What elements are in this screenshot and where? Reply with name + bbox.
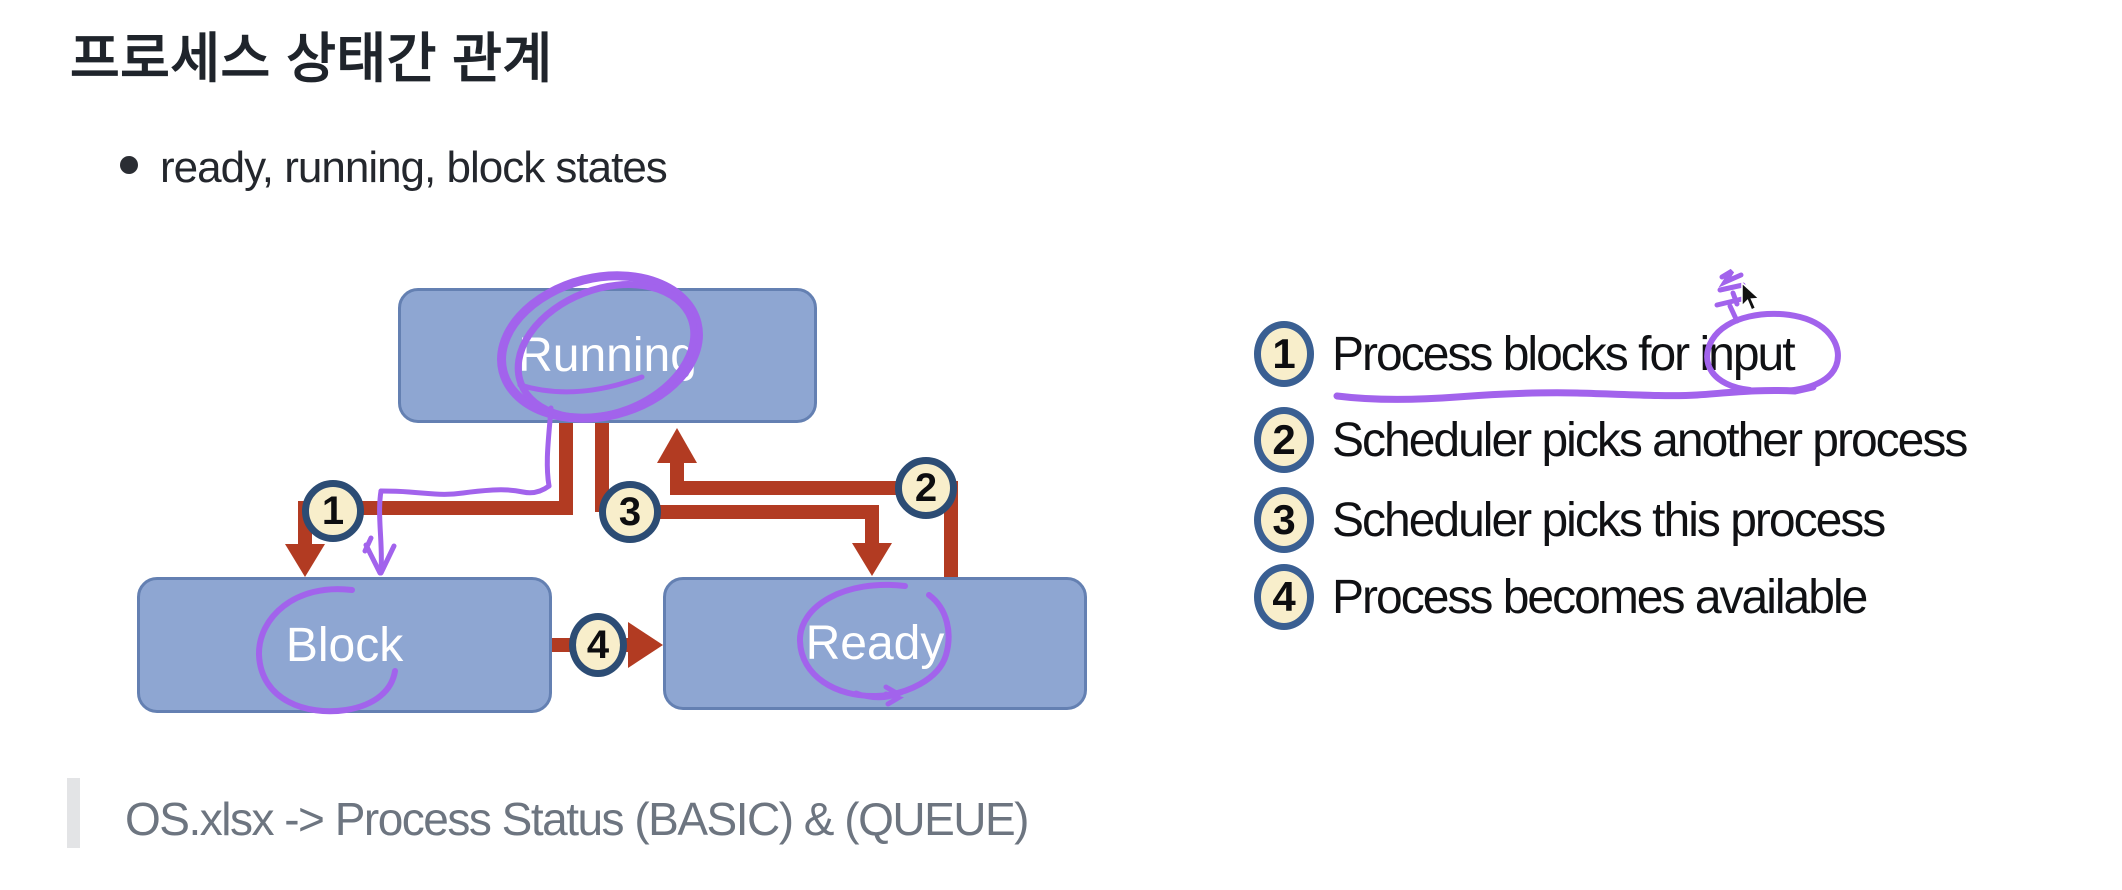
ink-circle-ready-tail (853, 684, 904, 707)
quote-bar (67, 778, 80, 848)
ink-circle-block (255, 586, 398, 715)
legend-item-2: 2 Scheduler picks another process (1254, 407, 1968, 473)
diagram-badge-4: 4 (569, 613, 627, 677)
arrow-ready-to-running (670, 460, 958, 577)
state-box-ready: Ready (663, 577, 1087, 710)
legend-badge-1: 1 (1254, 321, 1314, 387)
legend-badge-4: 4 (1254, 564, 1314, 630)
bullet-item: ready, running, block states (160, 143, 668, 192)
red-arrowheads (285, 428, 892, 668)
legend-badge-3: 3 (1254, 487, 1314, 553)
mouse-cursor-icon (1741, 281, 1761, 312)
state-box-block: Block (137, 577, 552, 713)
bullet-dot (120, 156, 138, 174)
legend-item-4: 4 Process becomes available (1254, 564, 1868, 630)
diagram-badge-2: 2 (895, 457, 957, 519)
diagram-badge-1: 1 (302, 480, 364, 542)
legend-text-3: Scheduler picks this process (1332, 493, 1886, 547)
ink-underline-legend-1 (1333, 383, 1817, 403)
diagram-badge-2-number: 2 (914, 465, 938, 510)
ink-circle-input (1704, 310, 1841, 394)
diagram-badge-4-number: 4 (586, 622, 610, 667)
arrowhead-into-block (285, 544, 325, 577)
legend-text-4: Process becomes available (1332, 570, 1868, 624)
legend-badge-1-number: 1 (1272, 330, 1296, 377)
legend-text-2: Scheduler picks another process (1332, 413, 1968, 467)
page-title: 프로세스 상태간 관계 (70, 29, 553, 89)
diagram-badge-3-number: 3 (618, 489, 642, 534)
legend-badge-2: 2 (1254, 407, 1314, 473)
arrowhead-into-ready-from-block (628, 622, 663, 668)
diagram-badge-3: 3 (599, 481, 661, 543)
state-label-ready: Ready (805, 617, 945, 670)
legend-badge-3-number: 3 (1272, 496, 1296, 543)
ink-circle-running-2 (514, 281, 698, 421)
state-box-running: Running (398, 288, 817, 423)
arrowhead-into-running (657, 428, 697, 463)
legend-text-1: Process blocks for input (1332, 327, 1796, 381)
ink-circle-ready (796, 581, 952, 700)
legend-badge-4-number: 4 (1272, 573, 1296, 620)
diagram-badge-1-number: 1 (321, 488, 345, 533)
red-arrows (298, 423, 958, 652)
purple-ink (255, 268, 1841, 715)
ink-arrow-wavy (378, 483, 552, 497)
ink-arrowhead (362, 535, 397, 576)
arrowhead-into-ready-left (852, 543, 892, 576)
legend-badge-2-number: 2 (1272, 416, 1296, 463)
ink-circle-running-stray (517, 374, 645, 395)
ink-arrow-tail (544, 405, 554, 489)
state-label-running: Running (518, 329, 697, 382)
legend-item-3: 3 Scheduler picks this process (1254, 487, 1886, 553)
footer-source: OS.xlsx -> Process Status (BASIC) & (QUE… (125, 793, 1029, 845)
ink-arrow-shaft (377, 488, 384, 573)
legend-item-1: 1 Process blocks for input (1254, 321, 1796, 387)
state-label-block: Block (285, 618, 404, 672)
arrow-running-to-block (298, 423, 573, 548)
ink-scribble-connector (1727, 303, 1740, 324)
ink-scribble (1714, 268, 1746, 308)
